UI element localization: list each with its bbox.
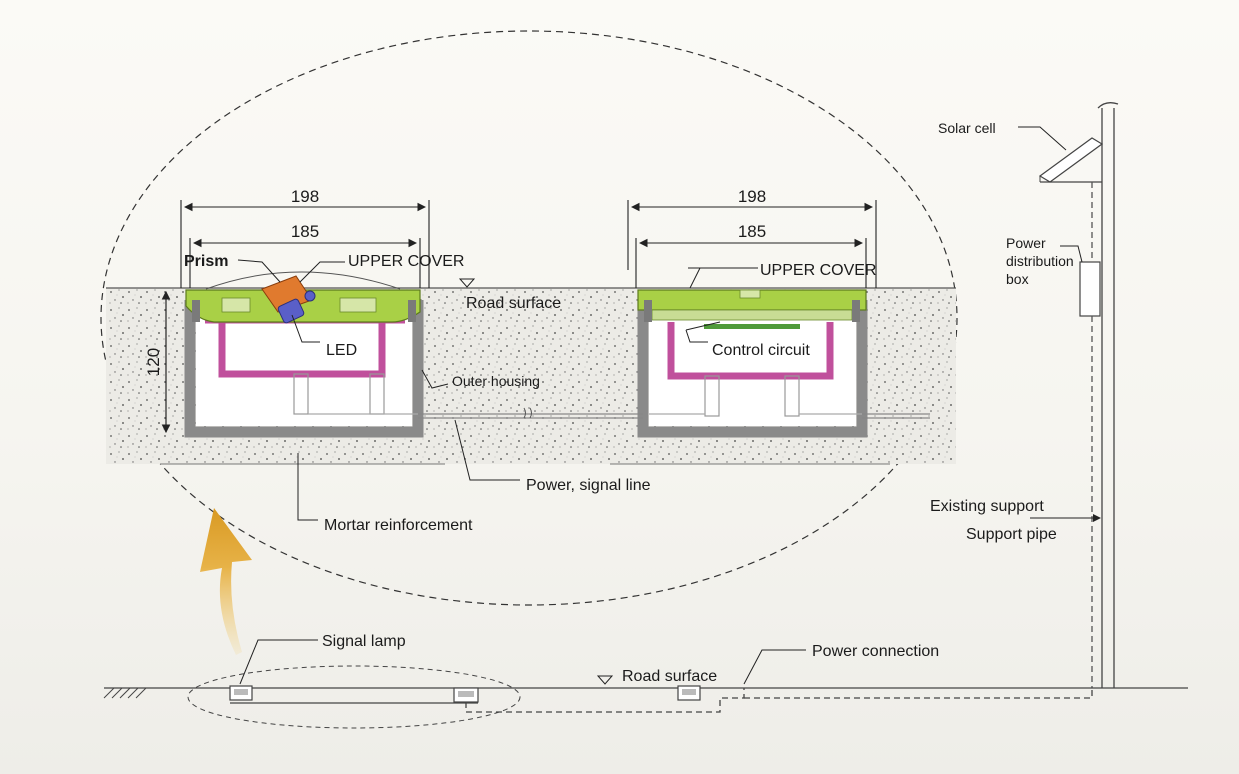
label-outer-housing: Outer housing bbox=[452, 373, 540, 389]
dim-right-outer: 198 bbox=[738, 187, 766, 206]
label-led: LED bbox=[326, 342, 357, 359]
detail-callout-ellipse bbox=[100, 30, 958, 606]
led-element bbox=[277, 298, 305, 324]
label-solar-cell: Solar cell bbox=[938, 120, 996, 136]
road-scene bbox=[103, 665, 1188, 729]
label-signal-lamp: Signal lamp bbox=[322, 633, 406, 650]
label-upper-cover-left: UPPER COVER bbox=[348, 253, 464, 270]
solar-cell-panel bbox=[1038, 137, 1104, 183]
zoom-arrow bbox=[200, 508, 252, 655]
label-power-box-2: distribution bbox=[1006, 253, 1074, 269]
dimension-lines bbox=[161, 200, 877, 434]
label-power-box-1: Power bbox=[1006, 235, 1046, 251]
right-outer-housing bbox=[637, 300, 868, 438]
road-surface-marker-bottom bbox=[596, 675, 614, 685]
label-power-connection: Power connection bbox=[812, 643, 939, 660]
label-support-pipe: Support pipe bbox=[966, 526, 1057, 543]
dim-left-outer: 198 bbox=[291, 187, 319, 206]
power-connection-line bbox=[465, 688, 745, 713]
right-lamp-unit bbox=[637, 289, 868, 438]
label-mortar-reinforcement: Mortar reinforcement bbox=[324, 517, 473, 534]
bottom-leaders bbox=[239, 639, 806, 685]
label-power-box-3: box bbox=[1006, 271, 1029, 287]
left-outer-housing bbox=[184, 300, 424, 438]
label-road-surface-top: Road surface bbox=[466, 295, 561, 312]
power-signal-line-detail bbox=[418, 407, 930, 419]
label-existing-support: Existing support bbox=[930, 498, 1044, 515]
dim-left-inner: 185 bbox=[291, 222, 319, 241]
dim-right-inner: 185 bbox=[738, 222, 766, 241]
label-prism: Prism bbox=[184, 253, 228, 270]
label-power-signal-line: Power, signal line bbox=[526, 477, 651, 494]
signal-lamp-ellipse bbox=[187, 665, 521, 729]
label-upper-cover-right: UPPER COVER bbox=[760, 262, 876, 279]
support-pole bbox=[1097, 102, 1119, 688]
control-circuit-board bbox=[704, 324, 800, 329]
left-lamp-unit bbox=[184, 271, 424, 438]
label-control-circuit: Control circuit bbox=[712, 342, 810, 359]
power-distribution-box bbox=[1079, 261, 1101, 317]
road-surface-marker-top bbox=[458, 278, 476, 288]
dim-depth: 120 bbox=[144, 348, 163, 376]
label-road-surface-bottom: Road surface bbox=[622, 668, 717, 685]
detail-leaders bbox=[237, 259, 758, 521]
right-inner-housing bbox=[667, 322, 834, 380]
pole-leaders bbox=[1018, 126, 1101, 522]
